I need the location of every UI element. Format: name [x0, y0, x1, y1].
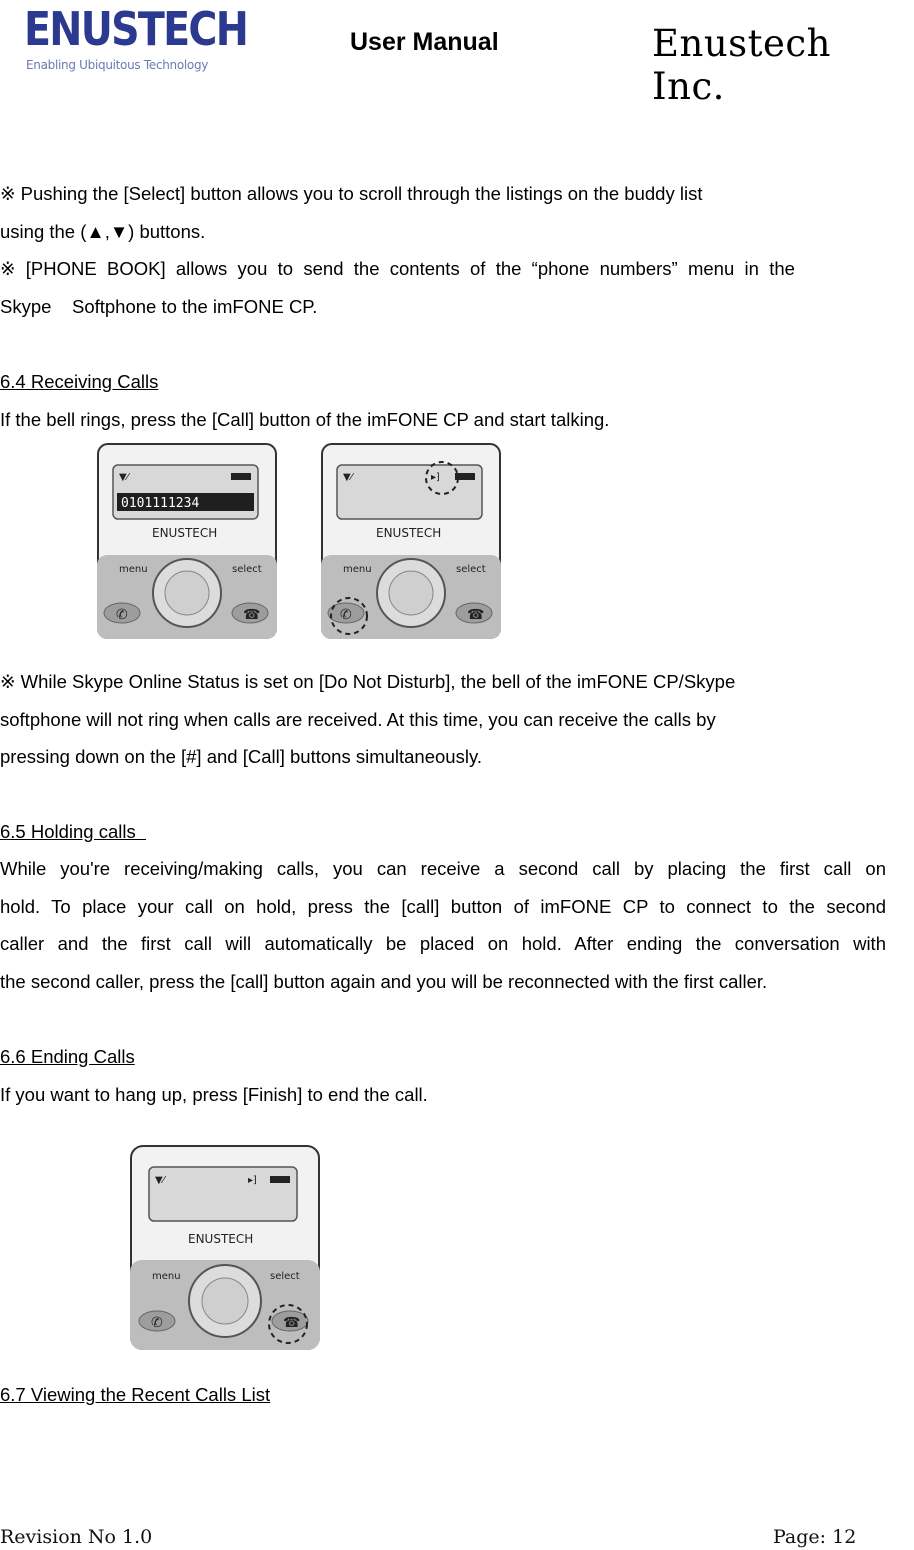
phone-illustration-ending: ▼⁄ ▸⁆ ENUSTECH menu select ✆ ☎: [130, 1145, 320, 1350]
svg-text:▸⁆: ▸⁆: [248, 1175, 257, 1186]
note-dnd-line1: ※ While Skype Online Status is set on [D…: [0, 671, 736, 692]
phone-illustration-answering: ▼⁄ ▸⁆ ENUSTECH menu select ✆ ☎: [321, 443, 501, 639]
phone-menu-label: menu: [152, 1271, 181, 1282]
svg-text:▼⁄: ▼⁄: [119, 472, 131, 483]
svg-text:☎: ☎: [283, 1315, 300, 1331]
holding-calls-line4: the second caller, press the [call] butt…: [0, 971, 768, 992]
phone-brand: ENUSTECH: [152, 526, 217, 540]
note-dnd-line2: softphone will not ring when calls are r…: [0, 709, 716, 730]
note-phonebook-line2: Skype Softphone to the imFONE CP.: [0, 296, 318, 317]
svg-text:☎: ☎: [467, 607, 484, 623]
revision-number: Revision No 1.0: [0, 1526, 153, 1548]
svg-text:▼⁄: ▼⁄: [155, 1175, 167, 1186]
phone-select-label: select: [456, 564, 486, 575]
phone-illustration-incoming: ▼⁄ 0101111234 ENUSTECH menu select ✆ ☎: [97, 443, 277, 639]
holding-calls-line2: hold. To place your call on hold, press …: [0, 896, 886, 917]
svg-text:☎: ☎: [243, 607, 260, 623]
svg-text:✆: ✆: [151, 1315, 163, 1331]
page-number: Page: 12: [773, 1526, 857, 1548]
svg-text:▼⁄: ▼⁄: [343, 472, 355, 483]
section-heading-ending-calls: 6.6 Ending Calls: [0, 1046, 135, 1067]
document-title: User Manual: [350, 28, 499, 56]
note-phonebook-line1: ※ [PHONE BOOK] allows you to send the co…: [0, 258, 795, 279]
phone-brand: ENUSTECH: [188, 1232, 253, 1246]
phone-menu-label: menu: [343, 564, 372, 575]
phone-select-label: select: [232, 564, 262, 575]
company-name: Enustech Inc.: [652, 22, 831, 108]
svg-text:✆: ✆: [340, 607, 352, 623]
svg-text:✆: ✆: [116, 607, 128, 623]
phone-menu-label: menu: [119, 564, 148, 575]
section-heading-holding-calls: 6.5 Holding calls: [0, 821, 147, 842]
note-select-line2: using the (▲,▼) buttons.: [0, 221, 206, 242]
note-dnd-line3: pressing down on the [#] and [Call] butt…: [0, 746, 482, 767]
section-heading-receiving-calls: 6.4 Receiving Calls: [0, 371, 159, 392]
holding-calls-line1: While you're receiving/making calls, you…: [0, 858, 886, 879]
company-logo: ENUSTECH: [24, 2, 249, 56]
ending-calls-text: If you want to hang up, press [Finish] t…: [0, 1084, 428, 1105]
phone-select-label: select: [270, 1271, 300, 1282]
section-heading-recent-calls: 6.7 Viewing the Recent Calls List: [0, 1384, 271, 1405]
phone-brand: ENUSTECH: [376, 526, 441, 540]
logo-tagline: Enabling Ubiquitous Technology: [26, 58, 209, 72]
svg-text:▸⁆: ▸⁆: [431, 472, 440, 483]
phone-screen-number: 0101111234: [121, 496, 199, 511]
receiving-calls-text: If the bell rings, press the [Call] butt…: [0, 409, 610, 430]
note-select-line1: ※ Pushing the [Select] button allows you…: [0, 183, 703, 204]
holding-calls-line3: caller and the first call will automatic…: [0, 933, 886, 954]
